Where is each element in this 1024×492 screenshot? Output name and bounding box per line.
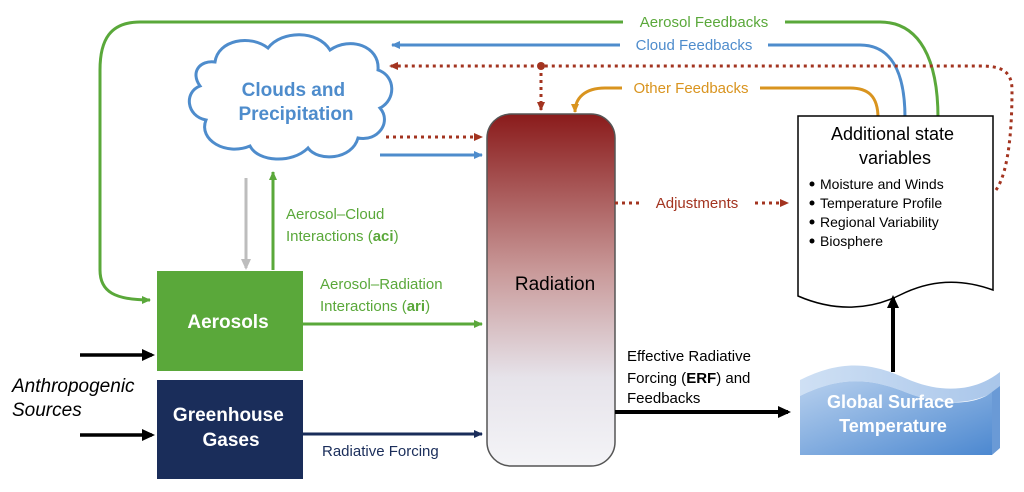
ghg-box bbox=[157, 380, 303, 479]
bullet bbox=[809, 200, 815, 206]
aci-label: Aerosol–Cloud Interactions (aci) bbox=[286, 206, 399, 245]
cloud-feedbacks-label: Cloud Feedbacks bbox=[636, 37, 753, 54]
gst-label: Global Surface Temperature bbox=[827, 392, 959, 436]
ghg-label: Greenhouse Gases bbox=[173, 405, 289, 451]
erf-label: Effective Radiative Forcing (ERF) and Fe… bbox=[627, 348, 755, 407]
state-item: Biosphere bbox=[820, 233, 883, 249]
aerosols-label: Aerosols bbox=[187, 312, 268, 333]
aerosol-feedbacks-label: Aerosol Feedbacks bbox=[640, 14, 768, 31]
anthro-label: Anthropogenic Sources bbox=[11, 376, 140, 421]
clouds-shape bbox=[188, 33, 394, 161]
clouds-title: Clouds and Precipitation bbox=[238, 80, 353, 125]
radiation-label: Radiation bbox=[515, 274, 595, 295]
state-variables-list: Moisture and Winds Temperature Profile R… bbox=[809, 176, 944, 249]
ari-label: Aerosol–Radiation Interactions (ari) bbox=[320, 276, 447, 315]
state-item: Temperature Profile bbox=[820, 195, 942, 211]
state-item: Moisture and Winds bbox=[820, 176, 944, 192]
adjustments-label: Adjustments bbox=[656, 195, 739, 212]
radiation-column bbox=[486, 113, 616, 467]
gst-side-face bbox=[992, 386, 1000, 455]
state-variables-title: Additional state variables bbox=[831, 124, 959, 168]
bullet bbox=[809, 219, 815, 225]
bullet bbox=[809, 238, 815, 244]
other-feedbacks-label: Other Feedbacks bbox=[633, 80, 748, 97]
gst-box bbox=[800, 381, 992, 455]
aerosol-feedbacks-arrow bbox=[98, 20, 940, 304]
adjustments-loop-arrow bbox=[389, 62, 1014, 191]
gst-top-face bbox=[800, 365, 1000, 403]
bullet bbox=[809, 181, 815, 187]
aerosols-box bbox=[157, 271, 303, 371]
radiative-forcing-label: Radiative Forcing bbox=[322, 443, 439, 460]
state-item: Regional Variability bbox=[820, 214, 939, 230]
state-variables-box bbox=[797, 115, 994, 308]
cloud-feedbacks-arrow bbox=[391, 41, 907, 119]
